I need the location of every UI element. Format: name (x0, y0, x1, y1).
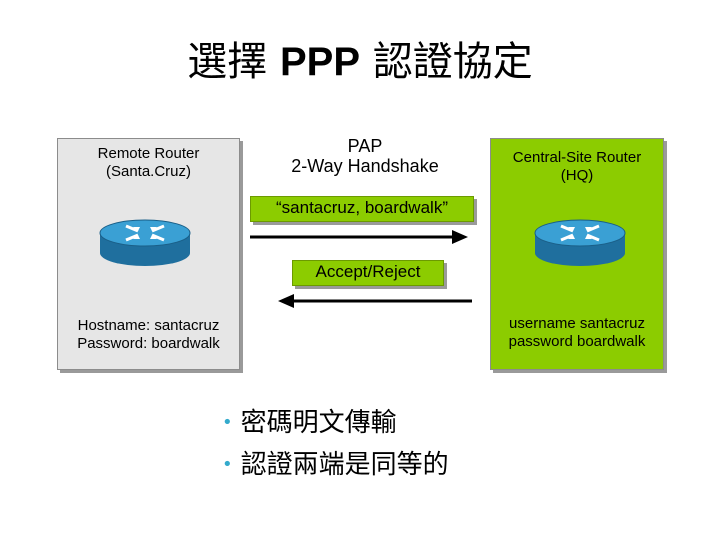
bullet-dot-icon: • (222, 454, 233, 475)
bullet-item: • 認證兩端是同等的 (222, 444, 449, 486)
router-icon (534, 219, 626, 266)
protocol-label: PAP 2-Way Handshake (255, 136, 475, 176)
title-part-3: 認證協定 (372, 39, 533, 85)
bullet-item: • 密碼明文傳輸 (222, 402, 449, 444)
title-part-2: PPP (279, 40, 361, 84)
remote-router-credentials: Hostname: santacruz Password: boardwalk (58, 317, 239, 353)
arrow-right-icon (250, 230, 468, 244)
central-router-name: Central-Site Router (HQ) (491, 149, 663, 185)
central-router-credentials: username santacruz password boardwalk (491, 315, 663, 351)
central-router-name-line1: Central-Site Router (512, 149, 642, 166)
central-router-name-line2: (HQ) (560, 167, 594, 184)
bullet-dot-icon: • (222, 412, 233, 433)
central-router-password: password boardwalk (508, 333, 646, 350)
protocol-label-line1: PAP (347, 136, 383, 156)
remote-router-hostname: Hostname: santacruz (77, 317, 220, 334)
bullet-text: 認證兩端是同等的 (240, 450, 449, 480)
central-router-box: Central-Site Router (HQ) username santac… (490, 138, 664, 370)
router-icon (99, 219, 191, 266)
protocol-label-line2: 2-Way Handshake (291, 156, 439, 176)
response-message: Accept/Reject (292, 260, 444, 286)
remote-router-box: Remote Router (Santa.Cruz) Hostname: san… (57, 138, 240, 370)
page-title: 選擇 PPP 認證協定 (0, 38, 720, 86)
request-message: “santacruz, boardwalk” (250, 196, 474, 222)
central-router-username: username santacruz (509, 315, 645, 332)
remote-router-name: Remote Router (Santa.Cruz) (58, 145, 239, 181)
response-message-text: Accept/Reject (315, 262, 421, 281)
remote-router-password: Password: boardwalk (77, 335, 220, 352)
bullet-list: • 密碼明文傳輸 • 認證兩端是同等的 (222, 402, 449, 486)
remote-router-name-line2: (Santa.Cruz) (105, 163, 192, 180)
arrow-left-icon (278, 294, 472, 308)
request-message-text: “santacruz, boardwalk” (276, 198, 448, 217)
title-part-1: 選擇 (187, 39, 268, 85)
bullet-text: 密碼明文傳輸 (240, 408, 397, 438)
remote-router-name-line1: Remote Router (97, 145, 200, 162)
